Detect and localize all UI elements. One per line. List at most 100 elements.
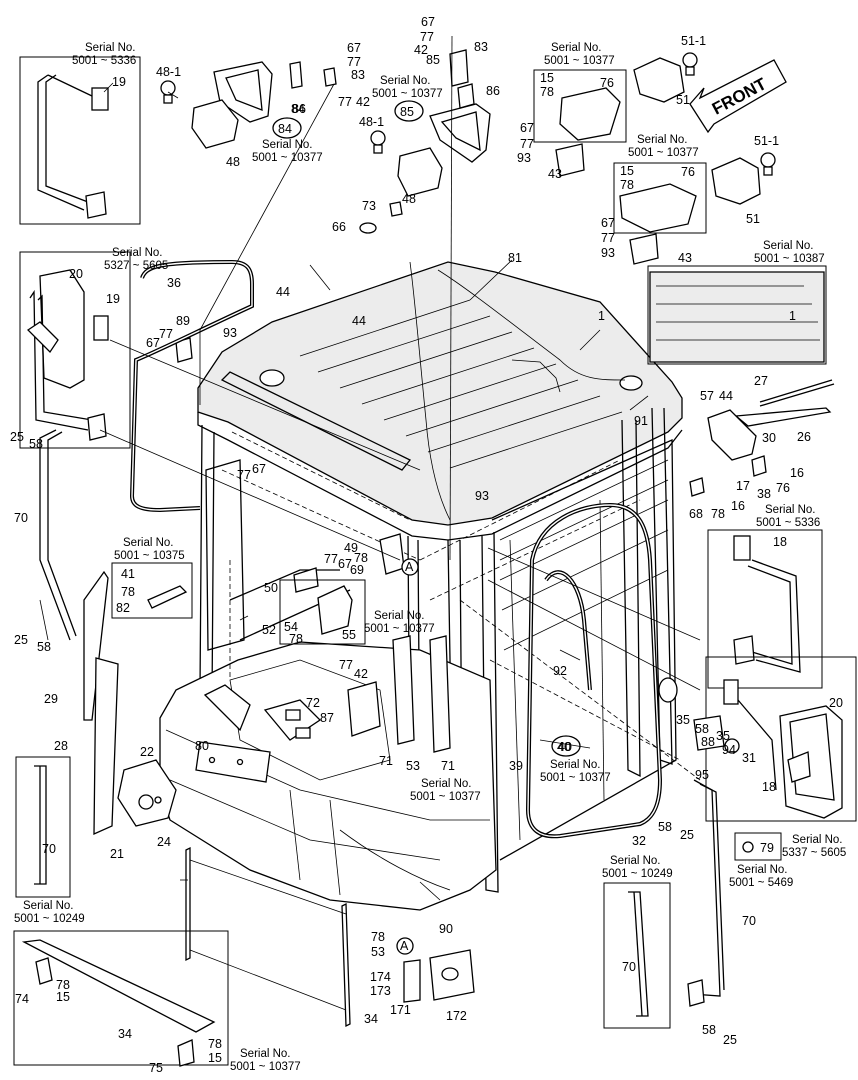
serial-note-5-line1: Serial No. [637,134,688,146]
part-label: 92 [553,664,567,678]
part-label: 87 [320,711,334,725]
serial-note-15-line2: 5001 ~ 10249 [602,868,673,880]
lamp-51-mid [711,157,761,205]
part-label: 83 [351,68,365,82]
handrail-70-right [687,779,725,1007]
inset-roof-panel [647,265,827,365]
cab-body [159,261,701,911]
part-label: 86 [486,84,500,98]
part-label: 44 [352,314,366,328]
part-label: 67 [520,121,534,135]
part-label: 34 [364,1012,378,1026]
serial-note-9-line2: 5001 ~ 10375 [114,550,185,562]
circle-84: 84 [278,122,292,136]
part-label: 67 [421,15,435,29]
part-label: 68 [689,507,703,521]
part-label: 77 [159,327,173,341]
part-label: 78 [121,585,135,599]
part-label: 78 [56,978,70,992]
part-label: 15 [56,990,70,1004]
part-label: 74 [15,992,29,1006]
wiper-29 [83,570,109,721]
part-label: 84 [291,102,305,116]
serial-note-8-line2: 5001 ~ 5336 [756,517,820,529]
part-label: 24 [157,835,171,849]
part-label: 16 [731,499,745,513]
part-label: 93 [517,151,531,165]
serial-note-6-line1: Serial No. [112,247,163,259]
inset-mirror-19-a [19,56,141,225]
part-label: 42 [414,43,428,57]
leader-lines [39,35,701,901]
part-label: 15 [540,71,554,85]
roof-lamp [259,369,285,387]
serial-note-12-line2: 5001 ~ 10377 [410,791,481,803]
part-label: 1 [598,309,605,323]
part-label: 77 [420,30,434,44]
inset-cover-76-top [533,69,627,143]
part-label: 76 [776,481,790,495]
part-label: 41 [121,567,135,581]
part-label: 83 [474,40,488,54]
part-label: 25 [680,828,694,842]
part-label: 79 [760,841,774,855]
part-label: 51 [746,212,760,226]
part-label: 27 [754,374,768,388]
part-label: 93 [223,326,237,340]
wiper-motor-24 [117,759,177,827]
part-label: 52 [262,623,276,637]
serial-note-2-line2: 5001 ~ 10377 [372,88,443,100]
part-label: 25 [723,1033,737,1047]
front-arrow: FRONT [689,59,787,134]
serial-note-16-line2: 5001 ~ 10249 [14,913,85,925]
serial-note-4-line1: Serial No. [262,139,313,151]
handrail-70-left [39,429,77,641]
part-label: 77 [339,658,353,672]
part-label: 70 [742,914,756,928]
part-label: 78 [620,178,634,192]
serial-note-4-line2: 5001 ~ 10377 [252,152,323,164]
part-label: 50 [264,581,278,595]
serial-note-16-line1: Serial No. [23,900,74,912]
part-label: 72 [306,696,320,710]
serial-note-13-line2: 5337 ~ 5605 [782,847,846,859]
part-label: 19 [112,75,126,89]
serial-note-17-line1: Serial No. [240,1048,291,1060]
serial-note-1-line2: 5001 ~ 5336 [72,55,136,67]
part-label: 44 [276,285,290,299]
part-label: 15 [208,1051,222,1065]
part-label: 77 [338,95,352,109]
wiper-blade-27 [759,379,833,403]
part-label: 32 [632,834,646,848]
inset-cover-76-mid [613,162,707,234]
part-label: 48-1 [359,115,384,129]
part-label: 17 [736,479,750,493]
serial-note-3-line1: Serial No. [551,42,602,54]
cover-76-mid [619,183,697,233]
window-seal-36 [129,259,254,513]
sunshade-34 [180,846,351,1028]
part-label: 43 [548,167,562,181]
part-label: 67 [252,462,266,476]
part-label: 88 [701,735,715,749]
part-label: 22 [140,745,154,759]
wiper-motor-30 [707,409,757,461]
bulb-48-1-right [370,130,386,154]
part-label: 80 [195,739,209,753]
part-label: 20 [829,696,843,710]
serial-note-7-line1: Serial No. [763,240,814,252]
part-label: 39 [509,759,523,773]
serial-note-5-line2: 5001 ~ 10377 [628,147,699,159]
lamp-51-top [633,57,685,103]
part-label: 18 [773,535,787,549]
part-label: 77 [237,468,251,482]
part-label: 78 [540,85,554,99]
part-label: 36 [167,276,181,290]
part-label: 15 [620,164,634,178]
part-label: 171 [390,1003,411,1017]
part-label: 21 [110,847,124,861]
part-label: 66 [332,220,346,234]
part-label: 93 [601,246,615,260]
part-label: 70 [42,842,56,856]
